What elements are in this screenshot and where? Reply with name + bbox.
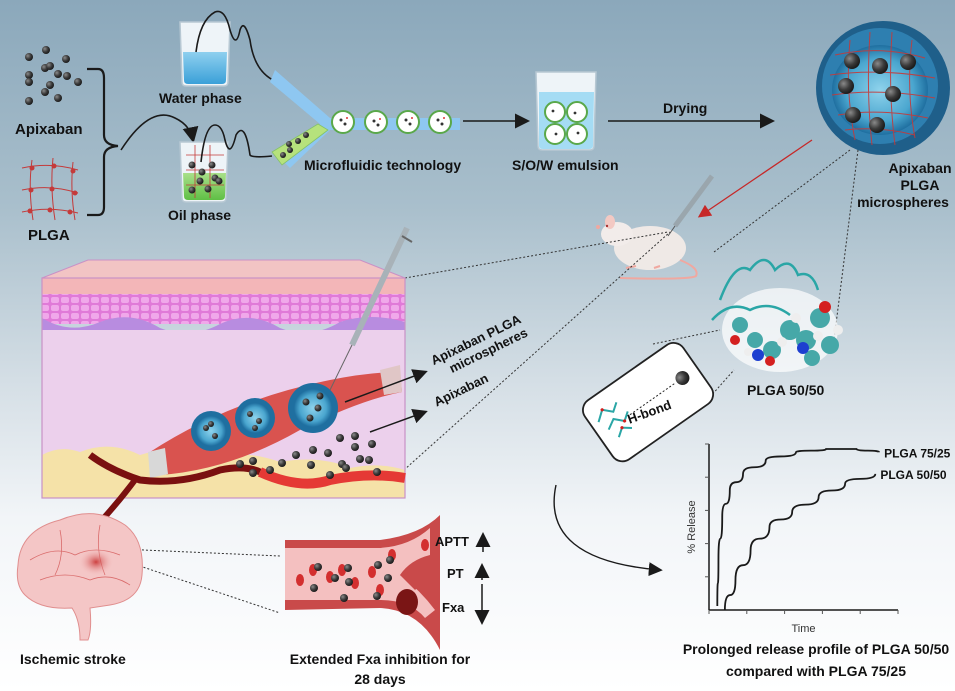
marker-aptt-label: APTT bbox=[435, 534, 469, 549]
mouse-icon bbox=[596, 215, 698, 280]
microfluidic-chip-icon bbox=[270, 70, 460, 168]
plga-molecular-model-icon bbox=[711, 258, 843, 372]
oil-phase-label: Oil phase bbox=[168, 207, 231, 223]
tissue-apixaban-particles-icon bbox=[236, 432, 381, 479]
mouse-syringe-icon bbox=[667, 174, 715, 237]
brain-icon bbox=[16, 513, 143, 641]
oil-beaker-icon bbox=[179, 124, 273, 203]
product-label-line1: Apixaban bbox=[888, 160, 951, 176]
plga-network-icon bbox=[21, 157, 79, 221]
input-to-oil-arrow bbox=[120, 114, 199, 151]
product-label-line2: PLGA bbox=[901, 177, 940, 193]
microspheres-pointer-arrow bbox=[344, 369, 428, 403]
tissue-microspheres-icon bbox=[191, 383, 338, 451]
legend-label-plga-50-50: PLGA 50/50 bbox=[880, 468, 947, 482]
brace-icon bbox=[87, 67, 119, 217]
injection-arrow bbox=[697, 139, 813, 218]
apixaban-particles-icon bbox=[25, 46, 82, 105]
plga-5050-label: PLGA 50/50 bbox=[747, 382, 825, 398]
chart-title-line1: Prolonged release profile of PLGA 50/50 bbox=[683, 641, 950, 657]
water-phase-label: Water phase bbox=[159, 90, 242, 106]
drying-label: Drying bbox=[663, 100, 707, 116]
x-axis-label: Time bbox=[791, 623, 815, 635]
tissue-apixaban-label: Apixaban bbox=[431, 370, 490, 409]
microsphere-icon bbox=[816, 21, 950, 155]
product-label-line3: microspheres bbox=[857, 194, 949, 210]
marker-pt-label: PT bbox=[447, 566, 464, 581]
series-line-plga-50-50 bbox=[723, 473, 877, 611]
plga-label: PLGA bbox=[28, 227, 70, 244]
emulsion-droplets bbox=[331, 110, 452, 134]
legend-label-plga-75-25: PLGA 75/25 bbox=[884, 446, 951, 460]
vein-icon bbox=[257, 467, 406, 489]
hbond-card bbox=[582, 342, 715, 463]
skin-syringe-icon bbox=[329, 226, 413, 391]
vessel-caption-line1: Extended Fxa inhibition for bbox=[290, 651, 471, 667]
artery-icon bbox=[87, 452, 262, 485]
card-to-chart-arrow bbox=[553, 484, 663, 577]
series-line-plga-75-25 bbox=[716, 448, 880, 607]
vessel-caption-line2: 28 days bbox=[354, 671, 406, 687]
emulsion-beaker-icon bbox=[535, 71, 597, 151]
chart-title-line2: compared with PLGA 75/25 bbox=[726, 663, 906, 679]
blood-vessel-icon bbox=[285, 515, 440, 650]
apixaban-pointer-arrow bbox=[369, 409, 428, 433]
ischemic-stroke-label: Ischemic stroke bbox=[20, 651, 126, 667]
apixaban-label: Apixaban bbox=[15, 121, 83, 138]
water-beaker-icon bbox=[179, 10, 274, 87]
sow-emulsion-label: S/O/W emulsion bbox=[512, 157, 619, 173]
microfluidic-technology-label: Microfluidic technology bbox=[304, 157, 461, 173]
y-axis-label: % Release bbox=[686, 500, 698, 553]
dotted-connectors bbox=[97, 149, 859, 614]
marker-fxa-label: Fxa bbox=[442, 600, 465, 615]
